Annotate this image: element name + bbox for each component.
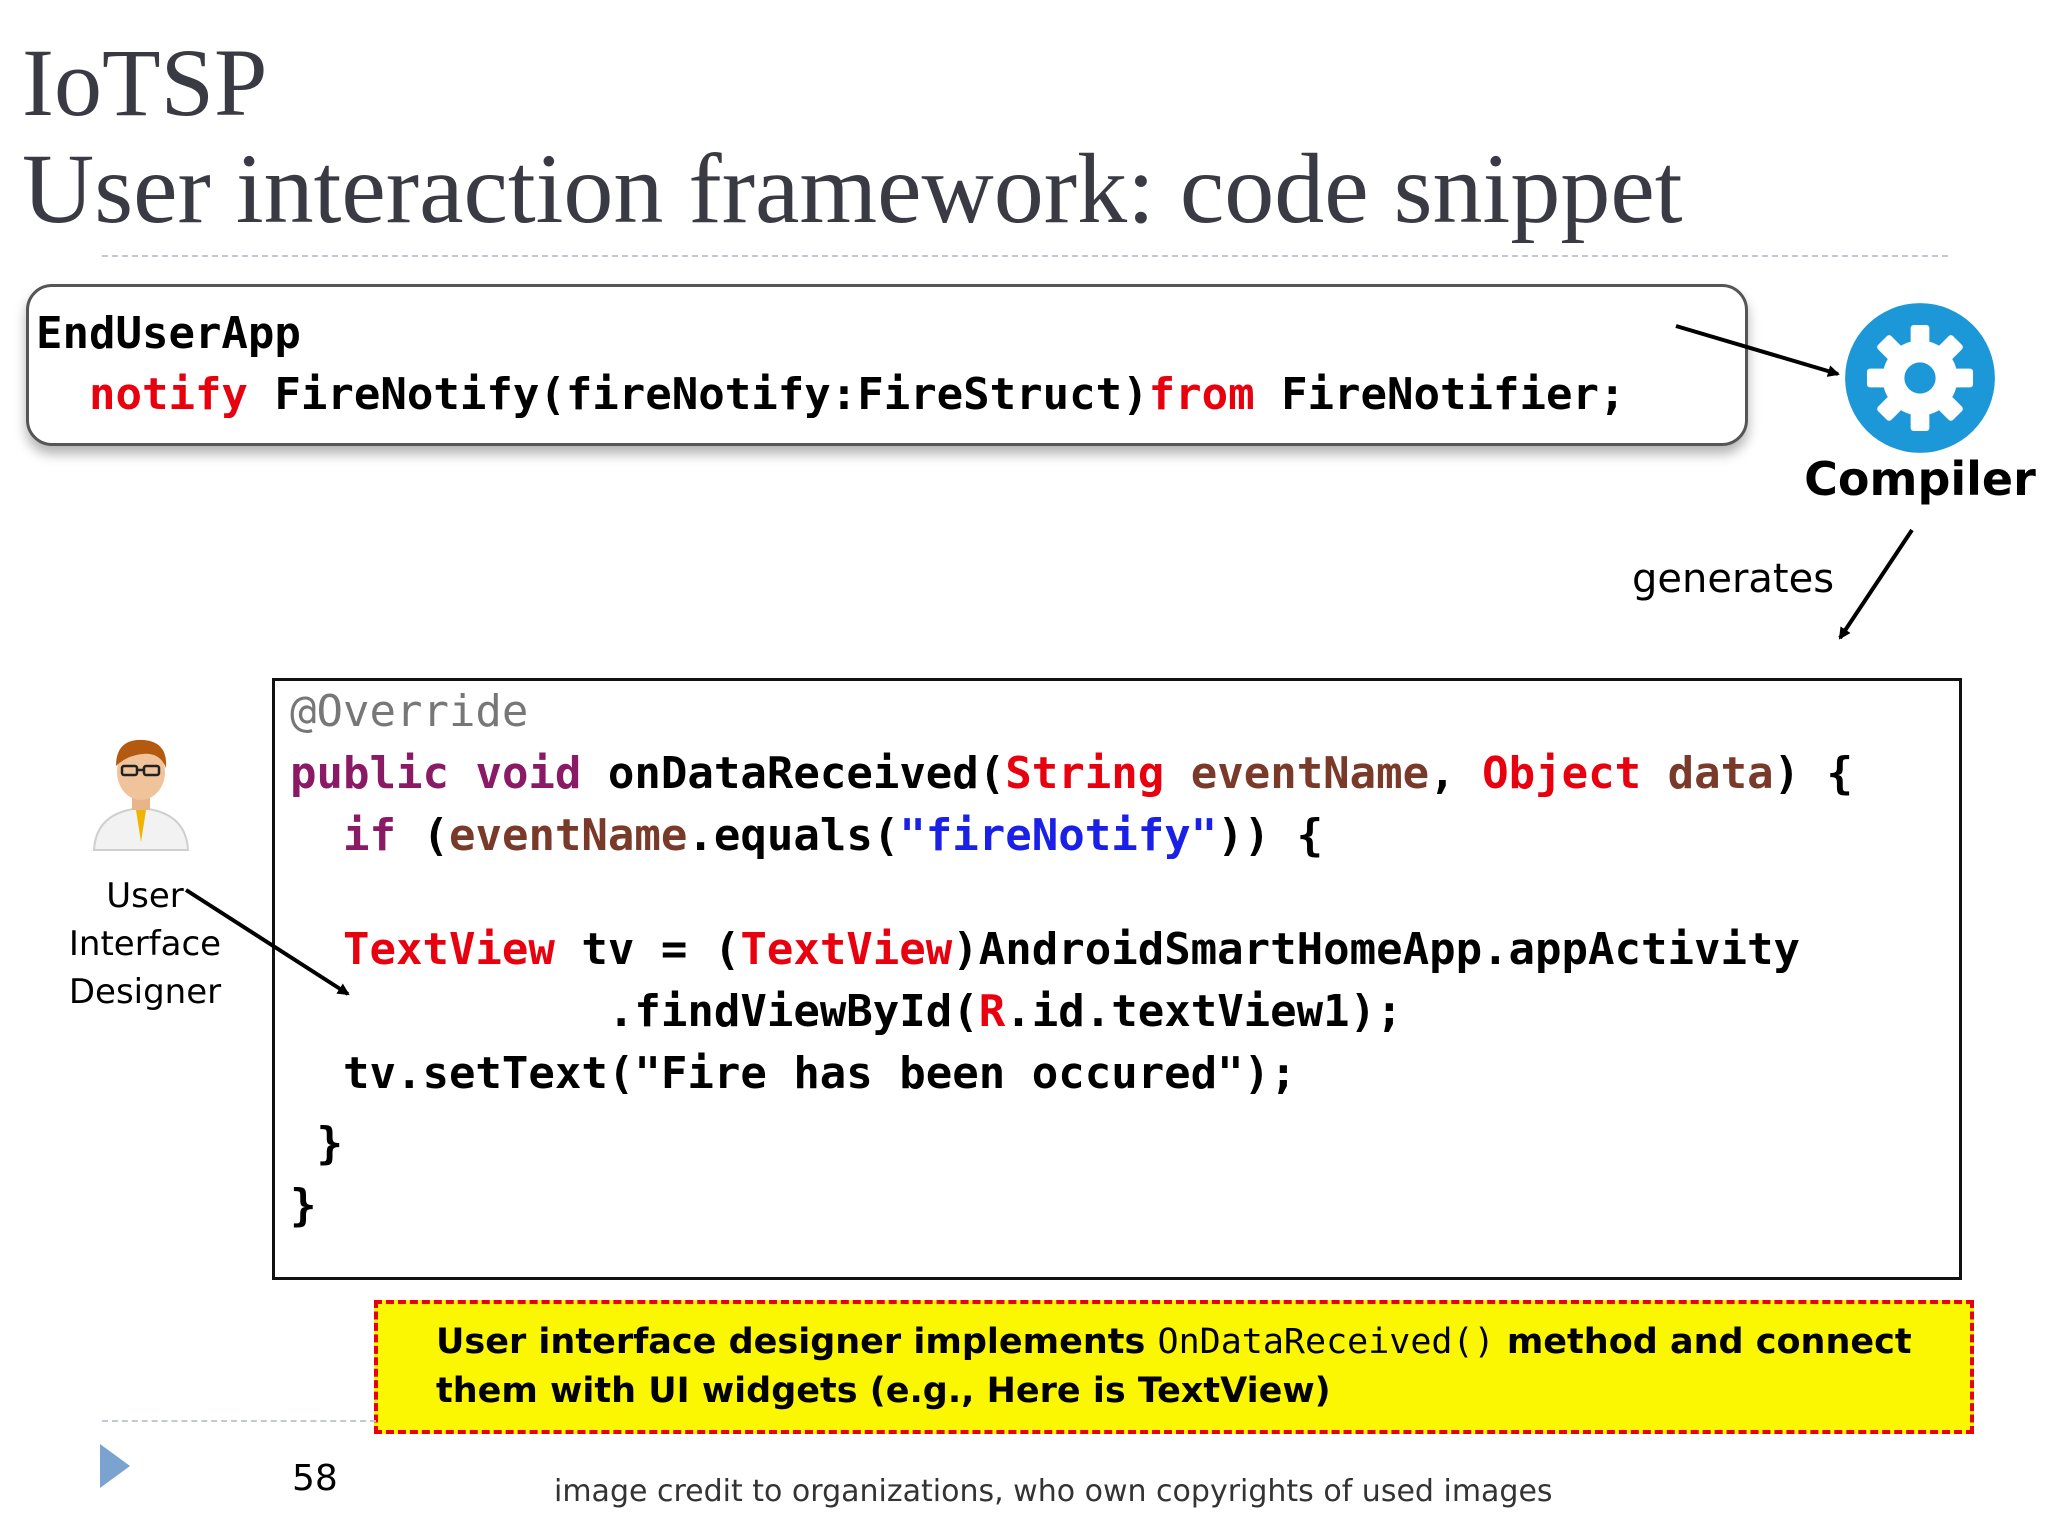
slide-title-line2: User interaction framework: code snippet [22,133,1683,244]
code-line-settext: tv.setText("Fire has been occured"); [342,1048,1297,1099]
notifier-name: FireNotifier; [1254,369,1626,420]
code-line-close-method: } [290,1180,317,1231]
notify-keyword: notify [88,369,248,420]
notify-statement: notify FireNotify(fireNotify:FireStruct)… [36,366,1625,424]
code-line-findviewbyid: .findViewById(R.id.textView1); [607,986,1403,1037]
footer-divider [102,1420,376,1422]
bullet-triangle-icon [100,1444,130,1488]
generates-label: generates [1632,556,1835,602]
from-keyword: from [1148,369,1255,420]
code-line-annotation: @Override [290,686,529,737]
code-line-if: if (eventName.equals("fireNotify")) { [342,810,1324,861]
code-line-close-if: } [316,1118,344,1169]
note-callout [374,1300,1974,1434]
ui-designer-label: User Interface Designer [68,876,222,1012]
image-credit: image credit to organizations, who own c… [554,1474,1553,1509]
arrow-generates [1838,528,1914,640]
slide-title-line1: IoTSP [22,29,268,136]
page-number: 58 [292,1458,338,1499]
code-line-textview: TextView tv = (TextView)AndroidSmartHome… [342,924,1800,975]
title-divider [102,255,1948,257]
compiler-label: Compiler [1804,452,2036,506]
enduserapp-heading: EndUserApp [36,308,301,359]
note-method-name: OnDataReceived() [1157,1322,1495,1362]
notify-signature: FireNotify(fireNotify:FireStruct) [247,369,1149,420]
gear-icon [1845,303,1995,453]
note-text: User interface designer implements OnDat… [436,1322,1912,1411]
person-avatar-icon [92,739,190,851]
code-line-method-signature: public void onDataReceived(String eventN… [290,748,1854,799]
generated-code-box [272,678,1962,1280]
enduserapp-code-box [26,284,1748,446]
